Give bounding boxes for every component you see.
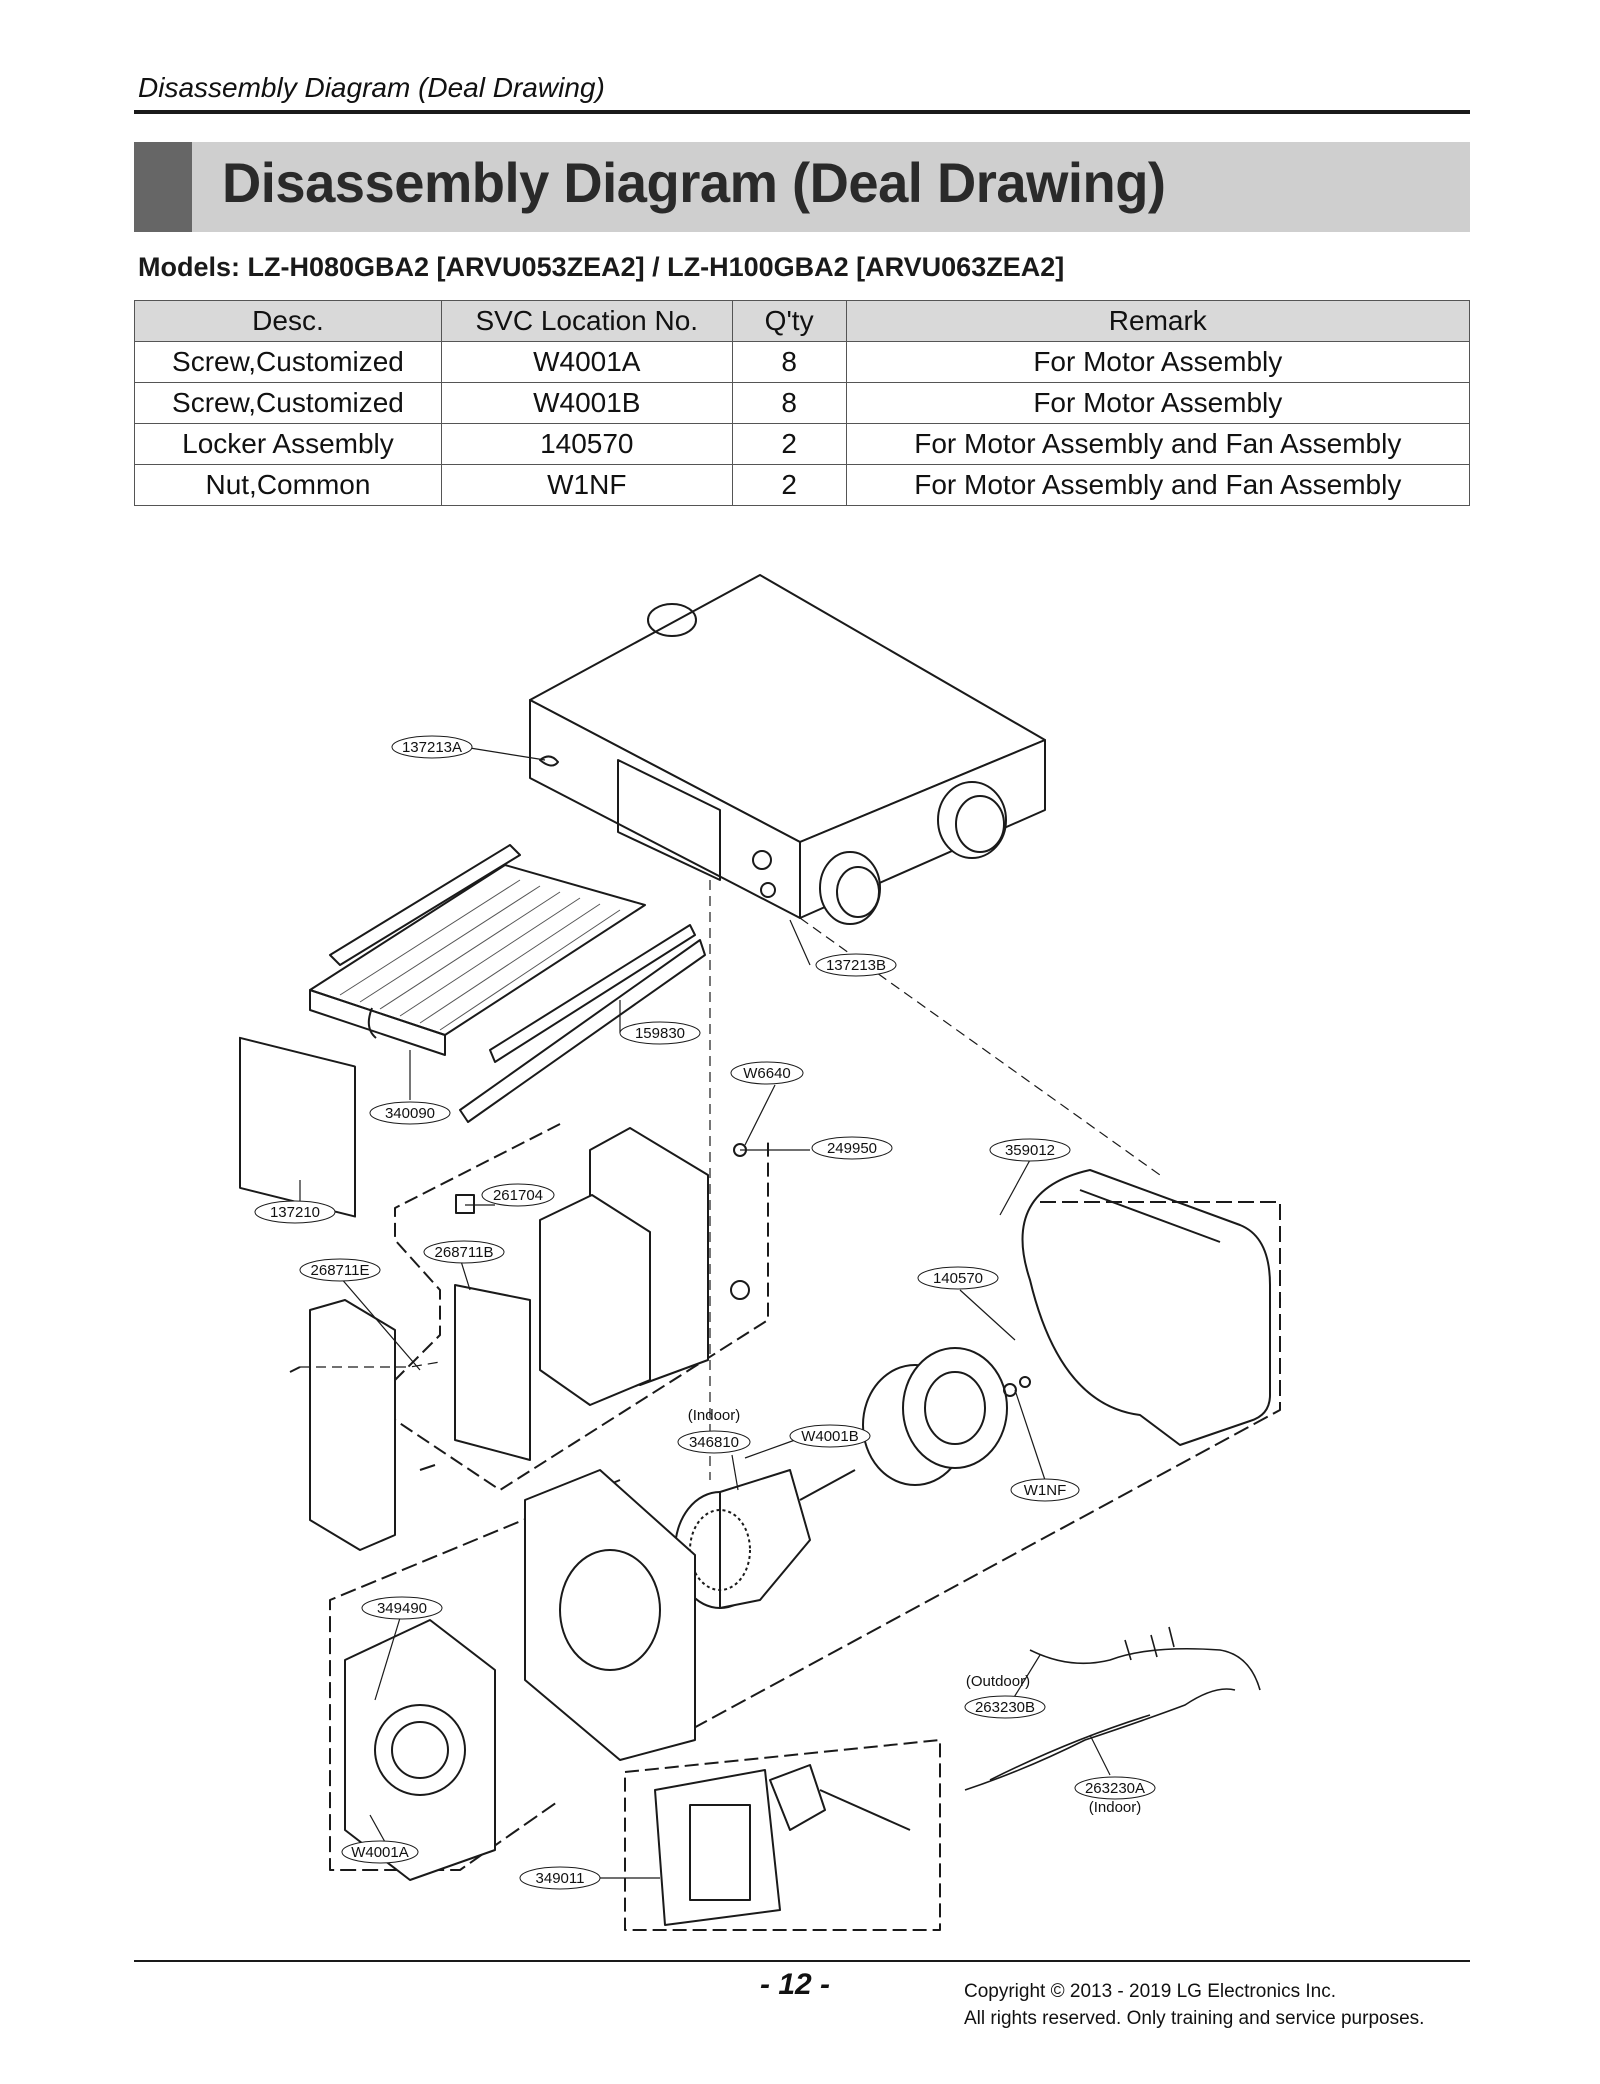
col-header-desc: Desc. [134, 300, 442, 342]
callout-W4001A: W4001A [341, 1840, 419, 1864]
running-header: Disassembly Diagram (Deal Drawing) [138, 72, 605, 103]
copyright-notice: Copyright © 2013 - 2019 LG Electronics I… [964, 1978, 1424, 2032]
callout-label: 263230B [975, 1699, 1035, 1716]
callout-labels: 137213A 137213B 159830 340090 137210 W66… [254, 735, 1156, 1890]
col-header-qty: Q'ty [731, 300, 847, 342]
cell-svc-location: W4001A [440, 341, 733, 383]
callout-137210: 137210 [254, 1200, 336, 1224]
cell-desc: Screw,Customized [134, 382, 442, 424]
callout-140570: 140570 [917, 1266, 999, 1290]
callout-label: W1NF [1024, 1482, 1067, 1499]
exploded-view-diagram: 137213A 137213B 159830 340090 137210 W66… [239, 574, 1281, 1931]
callout-359012: 359012 [989, 1138, 1071, 1162]
callout-label: 349490 [377, 1600, 427, 1617]
callout-268711E: 268711E [299, 1258, 381, 1282]
callout-340090: 340090 [369, 1101, 451, 1125]
title-banner [134, 142, 1470, 232]
callout-346810: 346810 [677, 1430, 751, 1454]
motor-mount-plate [524, 1469, 696, 1761]
cell-qty: 8 [731, 382, 847, 424]
callout-label: W6640 [743, 1065, 791, 1082]
callout-label: 349011 [536, 1870, 585, 1887]
callout-W6640: W6640 [730, 1061, 804, 1085]
cell-remark: For Motor Assembly [845, 382, 1471, 424]
callout-137213B: 137213B [815, 953, 897, 977]
sensor-wire-harness [964, 1626, 1261, 1791]
table-row: Screw,Customized W4001B 8 For Motor Asse… [134, 382, 1471, 424]
callout-indoor-note: (Indoor) [688, 1407, 741, 1424]
cell-desc: Locker Assembly [134, 423, 442, 465]
cell-remark: For Motor Assembly and Fan Assembly [845, 464, 1471, 506]
callout-268711B: 268711B [423, 1240, 505, 1264]
cell-svc-location: 140570 [440, 423, 733, 465]
callout-label: 263230A [1085, 1780, 1145, 1797]
page-title: Disassembly Diagram (Deal Drawing) [222, 151, 1166, 214]
title-banner-tab [134, 142, 192, 232]
cell-qty: 2 [731, 464, 847, 506]
fan-wheel [862, 1347, 1031, 1486]
filter-frame-panel [239, 1036, 356, 1218]
table-row: Screw,Customized W4001A 8 For Motor Asse… [134, 341, 1471, 383]
callout-indoor-note: (Indoor) [1089, 1799, 1142, 1816]
cell-svc-location: W1NF [440, 464, 733, 506]
callout-label: 261704 [493, 1187, 543, 1204]
cell-qty: 2 [731, 423, 847, 465]
callout-label: W4001A [351, 1844, 409, 1861]
callout-349011: 349011 [519, 1866, 601, 1890]
control-box-group-outline [394, 1123, 769, 1491]
callout-label: 268711E [311, 1262, 370, 1279]
callout-W1NF: W1NF [1010, 1478, 1080, 1502]
rights-line: All rights reserved. Only training and s… [964, 2008, 1425, 2029]
callout-label: 346810 [689, 1434, 739, 1451]
heat-exchanger-filter [309, 844, 646, 1056]
leader-lines [299, 747, 1111, 1879]
callout-label: 140570 [933, 1270, 983, 1287]
callout-349490: 349490 [361, 1596, 443, 1620]
filter-rail [459, 924, 706, 1123]
models-line: Models: LZ-H080GBA2 [ARVU053ZEA2] / LZ-H… [138, 252, 1065, 282]
cell-desc: Screw,Customized [134, 341, 442, 383]
cell-remark: For Motor Assembly and Fan Assembly [845, 423, 1471, 465]
cell-svc-location: W4001B [440, 382, 733, 424]
callout-261704: 261704 [481, 1183, 555, 1207]
header-rule [134, 110, 1470, 114]
page-number: - 12 - [760, 1968, 831, 2001]
copyright-line: Copyright © 2013 - 2019 LG Electronics I… [964, 1981, 1337, 2002]
callout-263230B: 263230B [964, 1695, 1046, 1719]
footer-rule [134, 1960, 1470, 1962]
damper-assembly [654, 1764, 911, 1926]
callout-outdoor-note: (Outdoor) [966, 1673, 1030, 1690]
callout-label: 137213B [826, 957, 886, 974]
callout-label: 249950 [827, 1140, 877, 1157]
motor [674, 1469, 856, 1609]
table-row: Nut,Common W1NF 2 For Motor Assembly and… [134, 464, 1471, 506]
cabinet-housing [529, 574, 1046, 925]
callout-263230A: 263230A [1074, 1776, 1156, 1800]
fan-front-panel [344, 1619, 496, 1881]
table-row: Locker Assembly 140570 2 For Motor Assem… [134, 423, 1471, 465]
cell-remark: For Motor Assembly [845, 341, 1471, 383]
pcb-board [454, 1284, 531, 1461]
cell-qty: 8 [731, 341, 847, 383]
callout-159830: 159830 [619, 1021, 701, 1045]
callout-label: 359012 [1005, 1142, 1055, 1159]
scroll-casing [1021, 1169, 1271, 1446]
front-cover [309, 1299, 396, 1551]
callout-label: 268711B [435, 1244, 494, 1261]
callout-label: 340090 [385, 1105, 435, 1122]
cell-desc: Nut,Common [134, 464, 442, 506]
callout-label: 159830 [635, 1025, 685, 1042]
callout-137213A: 137213A [391, 735, 473, 759]
damper-group-outline [624, 1739, 941, 1931]
col-header-svc-location: SVC Location No. [440, 300, 733, 342]
callout-W4001B: W4001B [789, 1424, 871, 1448]
control-box [455, 1127, 750, 1406]
callout-label: W4001B [801, 1428, 859, 1445]
callout-label: 137213A [402, 739, 462, 756]
parts-table: Desc. SVC Location No. Q'ty Remark Screw… [134, 300, 1471, 506]
callout-label: 137210 [270, 1204, 320, 1221]
table-header-row: Desc. SVC Location No. Q'ty Remark [134, 300, 1471, 342]
callout-249950: 249950 [811, 1136, 893, 1160]
col-header-remark: Remark [845, 300, 1471, 342]
